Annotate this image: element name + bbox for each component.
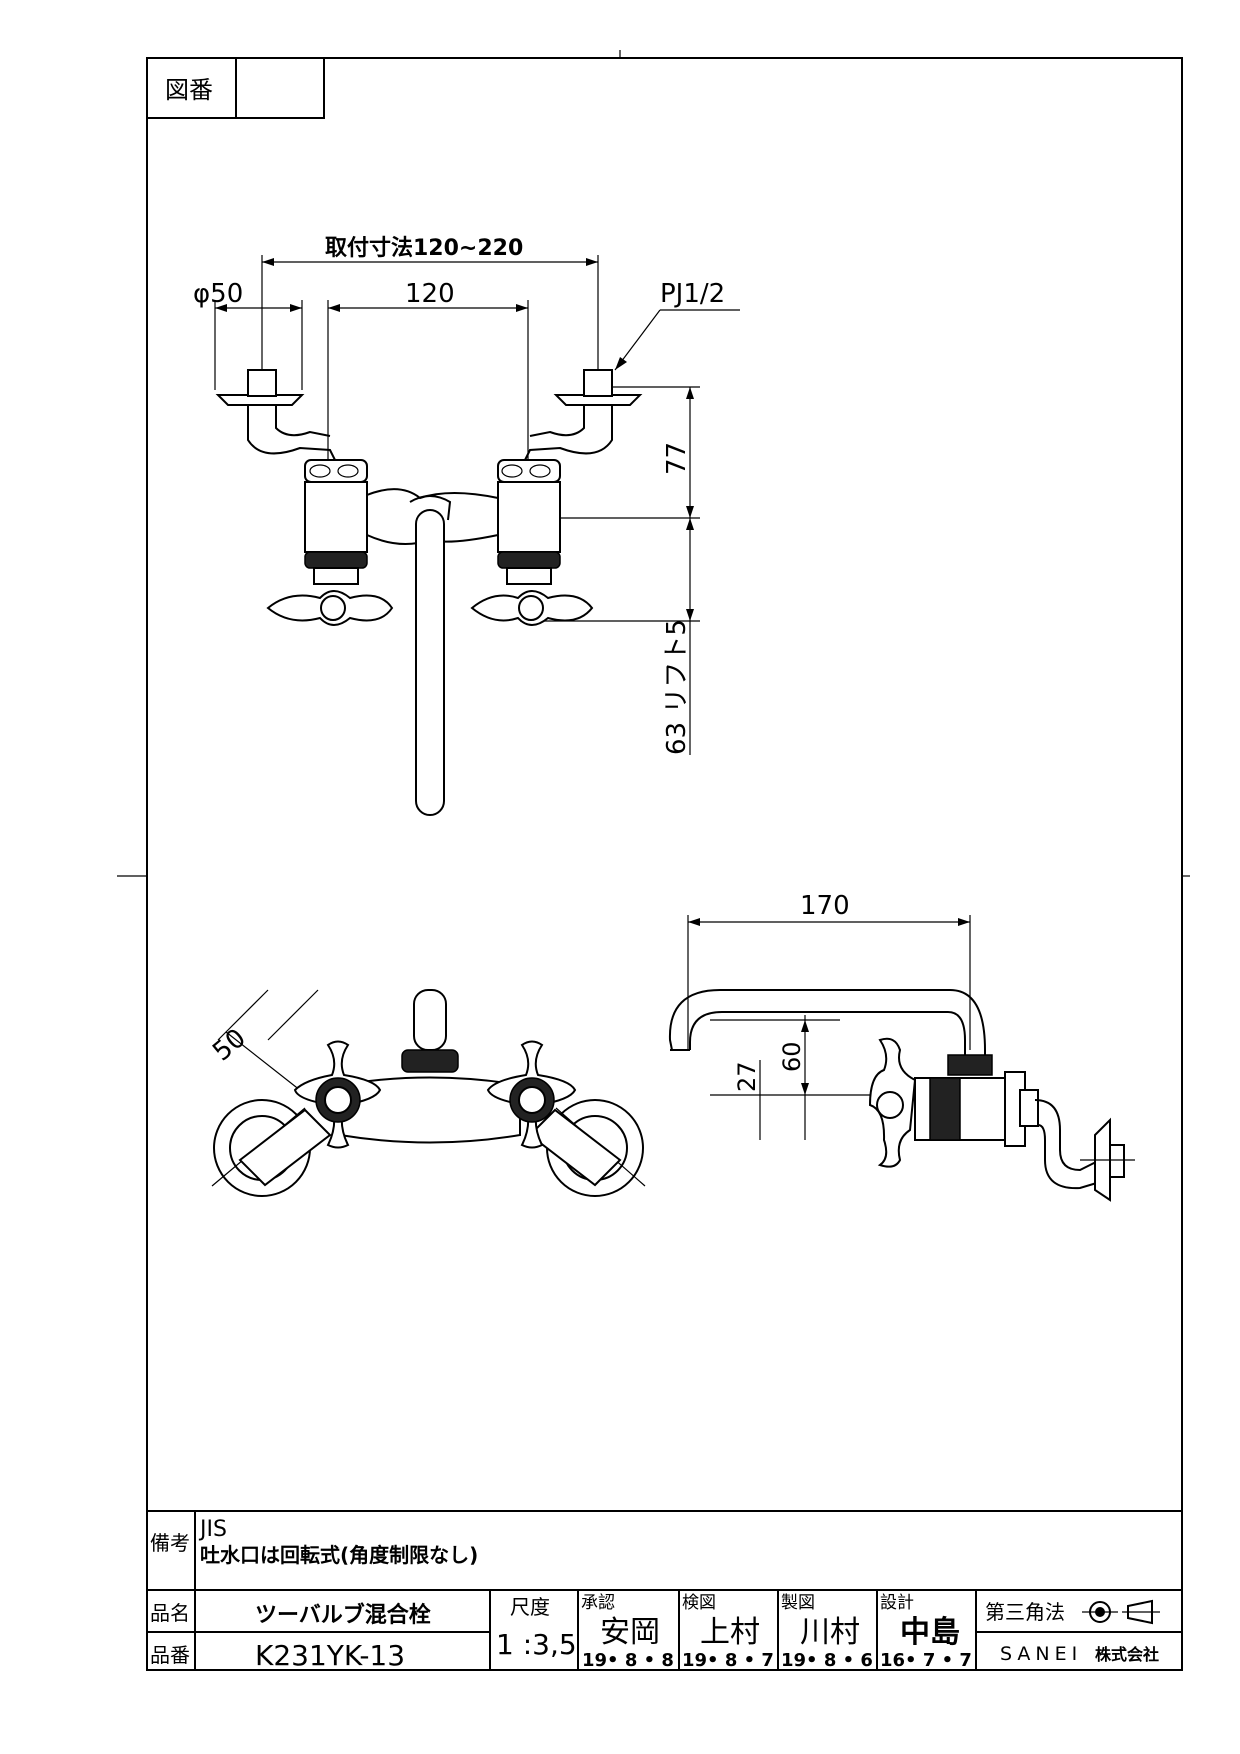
number-label: 品番 bbox=[150, 1643, 190, 1667]
design-date: 16• 7 • 7 bbox=[880, 1650, 972, 1671]
scale-label: 尺度 bbox=[510, 1595, 550, 1619]
name-value: ツーバルブ混合栓 bbox=[255, 1602, 431, 1628]
design-name: 中島 bbox=[900, 1615, 960, 1650]
dim-height-60: 60 bbox=[778, 1041, 806, 1072]
remarks-line1: JIS bbox=[198, 1517, 227, 1542]
dim-spacing: 120 bbox=[405, 279, 455, 309]
dim-pipe-thread: PJ1/2 bbox=[660, 279, 725, 309]
approve-label: 承認 bbox=[581, 1593, 615, 1613]
number-value: K231YK-13 bbox=[255, 1639, 405, 1672]
draft-name: 川村 bbox=[800, 1615, 860, 1650]
dim-mount-range: 取付寸法120~220 bbox=[325, 236, 523, 261]
front-view: 取付寸法120~220 φ50 120 PJ1/2 77 63 リフト5 bbox=[193, 236, 740, 816]
dim-height-27: 27 bbox=[733, 1061, 761, 1092]
dim-diameter: φ50 bbox=[193, 279, 243, 309]
third-angle-projection-icon bbox=[1082, 1599, 1160, 1625]
drawing-number-box: 図番 bbox=[146, 57, 325, 119]
draft-date: 19• 8 • 6 bbox=[781, 1650, 873, 1671]
company-name: SANEI bbox=[1000, 1643, 1082, 1665]
drawing-number-label: 図番 bbox=[165, 76, 213, 104]
dim-width-50: 50 bbox=[207, 1023, 252, 1067]
dim-height-77: 77 bbox=[662, 442, 692, 475]
dim-length-170: 170 bbox=[800, 891, 850, 921]
side-view: 170 60 27 bbox=[668, 891, 1135, 1202]
bottom-view: 50 bbox=[207, 989, 646, 1197]
projection-label: 第三角法 bbox=[985, 1600, 1065, 1624]
remarks-line2: 吐水口は回転式(角度制限なし) bbox=[200, 1543, 478, 1567]
approve-name: 安岡 bbox=[600, 1615, 660, 1650]
scale-value: 1 :3,5 bbox=[496, 1628, 577, 1661]
check-date: 19• 8 • 7 bbox=[682, 1650, 774, 1671]
remarks-box: 備考 JIS 吐水口は回転式(角度制限なし) bbox=[147, 1510, 1182, 1670]
check-name: 上村 bbox=[700, 1615, 760, 1650]
check-label: 検図 bbox=[682, 1593, 716, 1613]
design-label: 設計 bbox=[880, 1593, 914, 1613]
title-block: 品名 ツーバルブ混合栓 品番 K231YK-13 尺度 1 :3,5 承認 安岡… bbox=[147, 1589, 1182, 1672]
sheet-border bbox=[146, 57, 1183, 1671]
draft-label: 製図 bbox=[781, 1593, 815, 1613]
name-label: 品名 bbox=[150, 1601, 190, 1625]
remarks-label: 備考 bbox=[150, 1531, 190, 1555]
company-suffix: 株式会社 bbox=[1095, 1645, 1159, 1664]
approve-date: 19• 8 • 8 bbox=[582, 1650, 674, 1671]
dim-lift: 63 リフト5 bbox=[662, 619, 692, 755]
